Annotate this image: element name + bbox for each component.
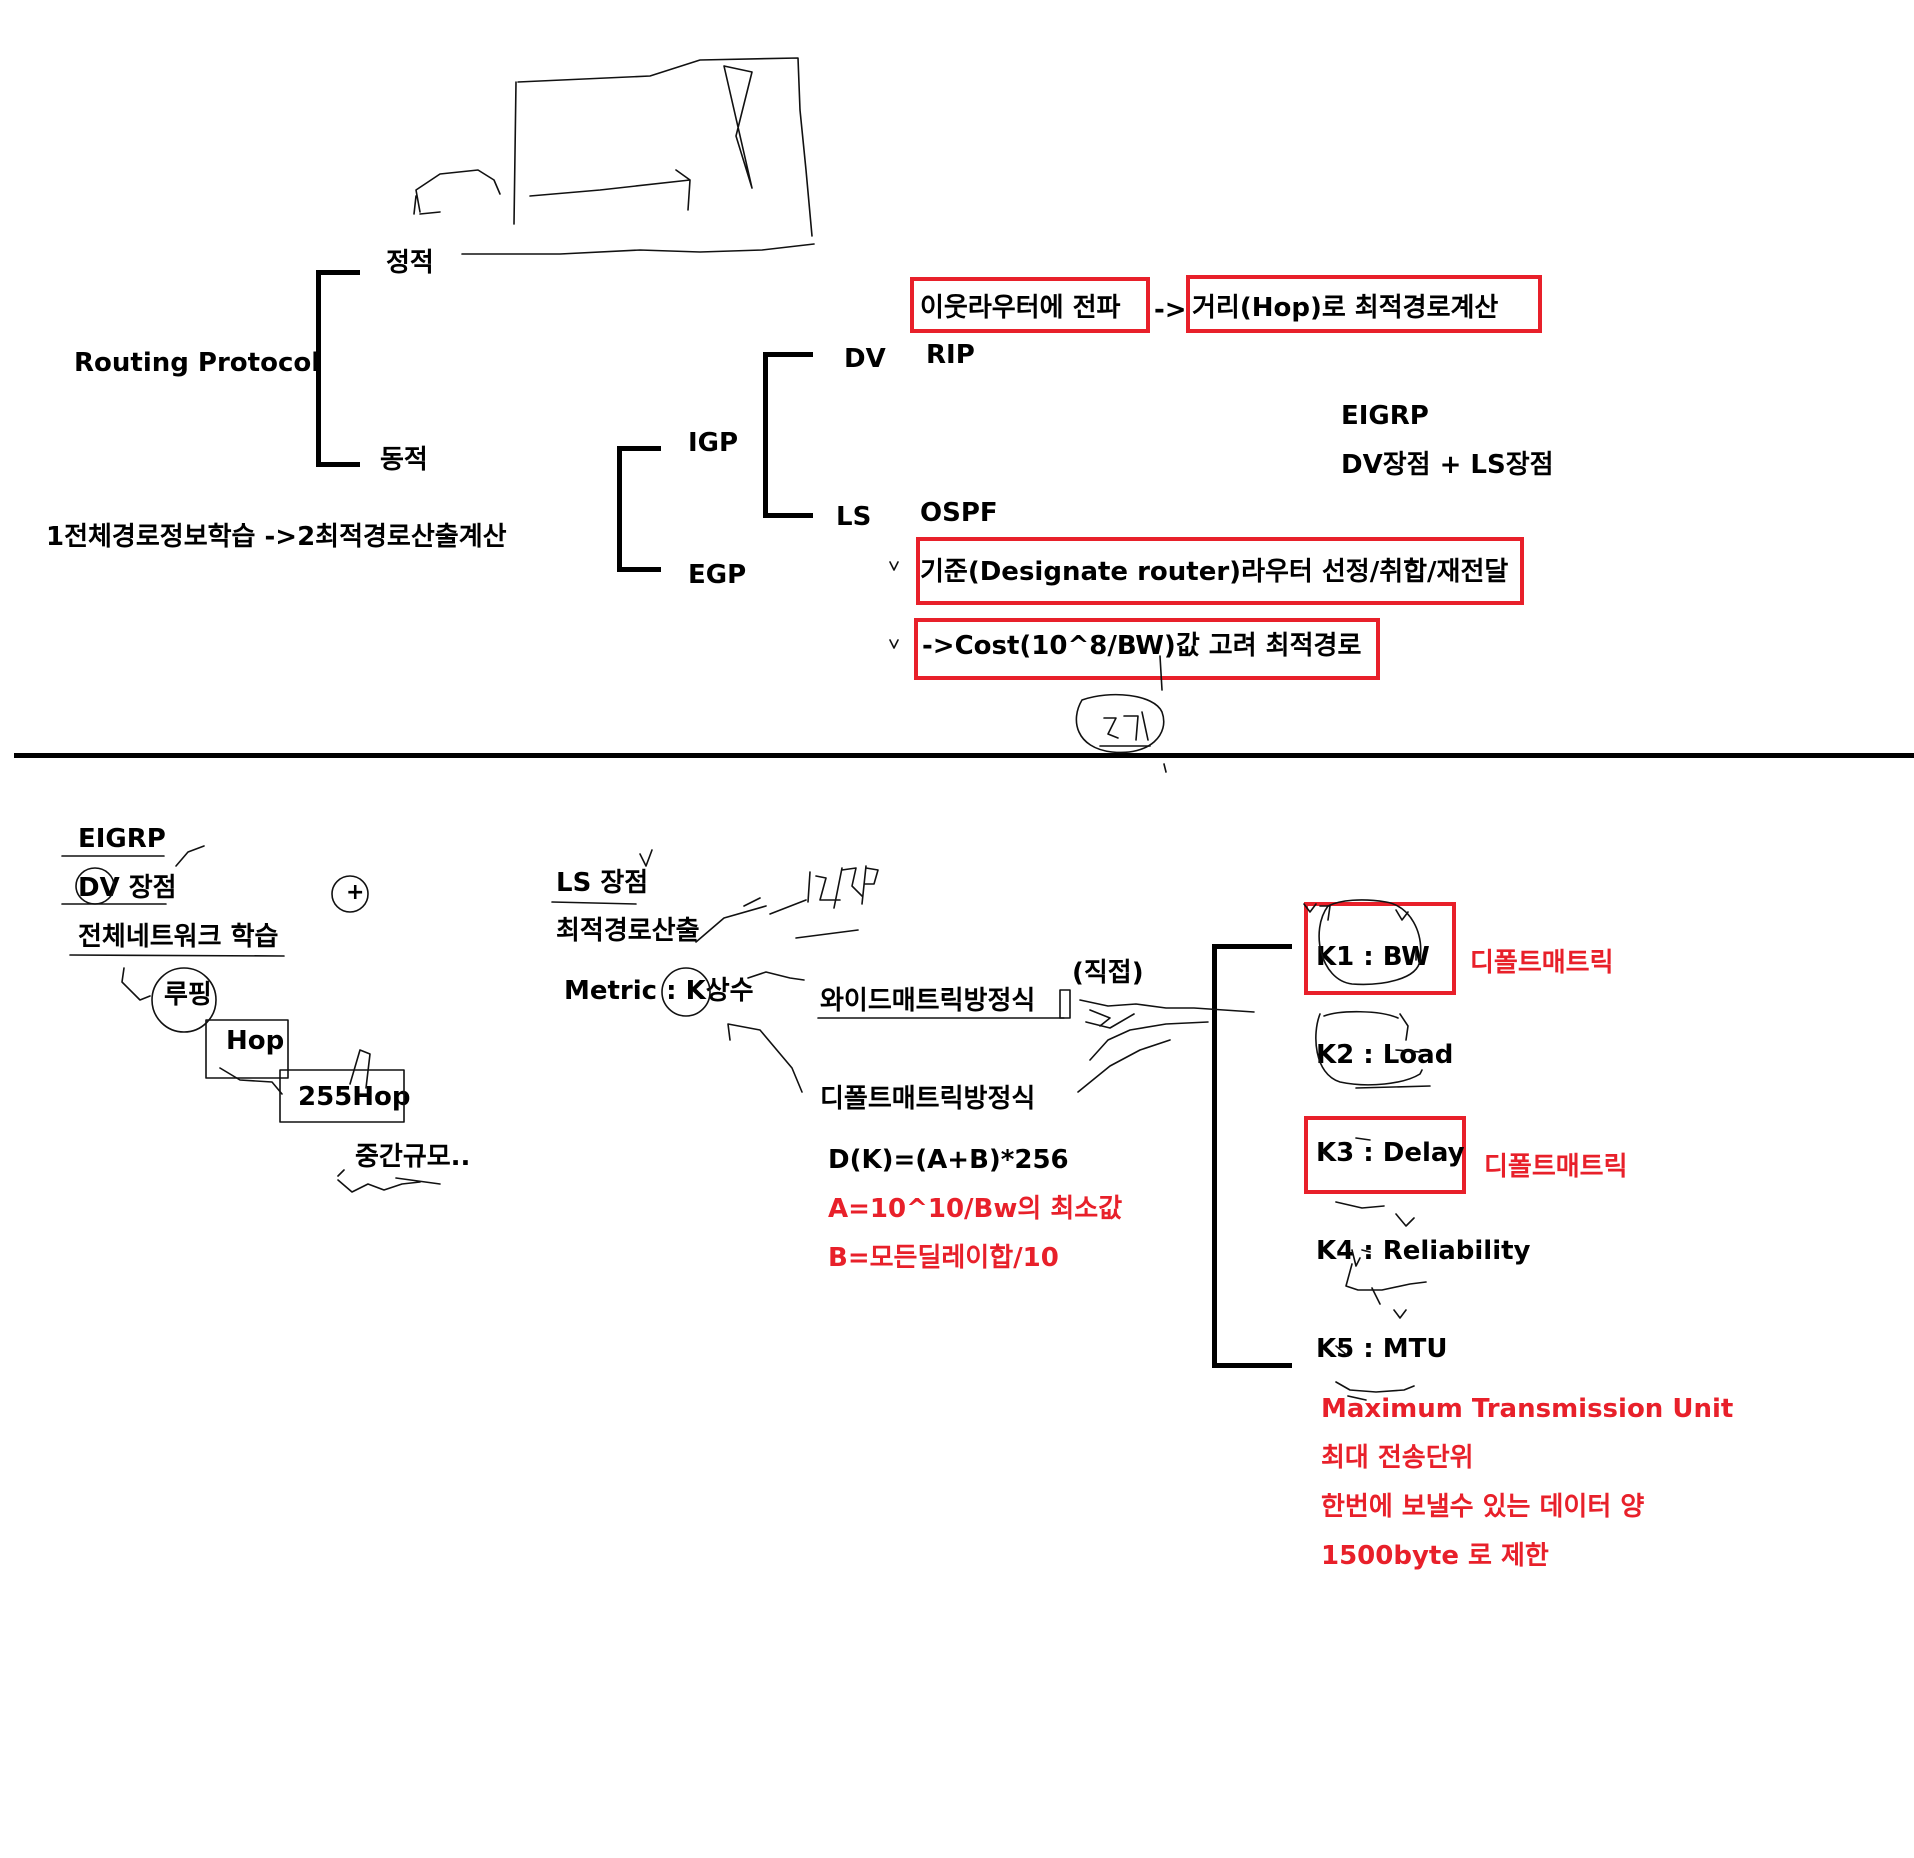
ospf-label: OSPF xyxy=(920,498,998,528)
section-divider xyxy=(14,753,1914,758)
medium-scale-label: 중간규모.. xyxy=(355,1142,471,1172)
routing-protocol-label: Routing Protocol xyxy=(74,348,321,378)
routing-protocol-bracket xyxy=(316,270,360,467)
igp-bracket xyxy=(763,352,813,518)
medium-scale-scribble xyxy=(337,1169,441,1193)
k1-default-metric-note: 디폴트매트릭 xyxy=(1470,948,1614,978)
neighbor-propagate-box xyxy=(910,277,1150,333)
dk-formula: D(K)=(A+B)*256 xyxy=(828,1145,1069,1175)
mtu-limit: 1500byte 로 제한 xyxy=(1321,1541,1549,1571)
designate-router-box xyxy=(916,537,1524,605)
igp-label: IGP xyxy=(688,428,739,458)
default-metric-formula-label: 디폴트매트릭방정식 xyxy=(820,1084,1036,1114)
egp-label: EGP xyxy=(688,560,747,590)
wide-metric-label: 와이드매트릭방정식 xyxy=(820,986,1036,1016)
dynamic-routing-label: 동적 xyxy=(380,445,428,475)
static-routing-label: 정적 xyxy=(386,248,434,278)
mtu-full-name: Maximum Transmission Unit xyxy=(1321,1394,1734,1424)
mtu-description: 한번에 보낼수 있는 데이터 양 xyxy=(1321,1492,1645,1522)
k1-label: K1 : BW xyxy=(1316,942,1430,972)
hop-label: Hop xyxy=(226,1026,285,1056)
k4-label: K4 : Reliability xyxy=(1316,1236,1531,1266)
ls-label: LS xyxy=(836,502,872,532)
cost-formula-text: ->Cost(10^8/BW)값 고려 최적경로 xyxy=(922,631,1362,661)
direct-label: (직접) xyxy=(1072,958,1144,988)
hop-distance-text: 거리(Hop)로 최적경로계산 xyxy=(1192,293,1499,323)
rip-label: RIP xyxy=(926,340,975,370)
check-eigrp xyxy=(175,845,205,867)
k-arrow-to-wide xyxy=(747,971,805,981)
a-formula: A=10^10/Bw의 최소값 xyxy=(828,1194,1123,1224)
igrp-scribble-arrow xyxy=(695,897,807,943)
b-formula: B=모든딜레이합/10 xyxy=(828,1243,1059,1273)
freehand-arrow-sketch xyxy=(529,169,691,211)
freehand-box-sketch xyxy=(461,57,815,255)
metric-k-label: Metric : K상수 xyxy=(564,976,754,1006)
circled-5-glyphs xyxy=(1099,711,1167,773)
ls-strength-label: LS 장점 xyxy=(556,868,649,898)
check-mark-designate xyxy=(889,561,899,571)
propagate-arrow: -> xyxy=(1154,295,1187,325)
dynamic-bracket xyxy=(617,446,661,572)
hop-distance-box xyxy=(1186,275,1542,333)
looping-label: 루핑 xyxy=(164,980,212,1010)
full-network-learning-label: 전체네트워크 학습 xyxy=(78,922,279,952)
freehand-hook-sketch xyxy=(413,169,501,215)
hop-255-label: 255Hop xyxy=(298,1082,411,1112)
wide-metric-box-end xyxy=(1059,989,1071,1019)
k3-default-metric-note: 디폴트매트릭 xyxy=(1484,1152,1628,1182)
mtu-korean-name: 최대 전송단위 xyxy=(1321,1443,1474,1473)
k2-label: K2 : Load xyxy=(1316,1040,1454,1070)
underline-full-network xyxy=(69,954,285,957)
circled-5-sketch xyxy=(1075,693,1165,754)
designate-router-text: 기준(Designate router)라우터 선정/취합/재전달 xyxy=(920,557,1509,587)
k-constants-bracket xyxy=(1212,944,1292,1368)
check-ls xyxy=(639,849,653,867)
learning-process-note: 1전체경로정보학습 ->2최적경로산출계산 xyxy=(46,522,507,552)
eigrp-top-label: EIGRP xyxy=(1341,401,1429,431)
eigrp-bottom-label: EIGRP xyxy=(78,824,166,854)
cost-formula-box xyxy=(914,618,1380,680)
dv-plus-ls-label: DV장점 + LS장점 xyxy=(1341,450,1554,480)
k3-label: K3 : Delay xyxy=(1316,1138,1465,1168)
neighbor-propagate-text: 이웃라우터에 전파 xyxy=(920,293,1121,323)
plus-symbol: + xyxy=(346,880,365,905)
hop-arrow xyxy=(219,1067,283,1095)
direct-to-bracket-arrow xyxy=(1077,1021,1209,1093)
k5-label: K5 : MTU xyxy=(1316,1334,1448,1364)
dv-label: DV xyxy=(844,344,886,374)
igrp-scribble-letters xyxy=(795,865,879,939)
underline-ls xyxy=(551,901,637,905)
freehand-triangle-sketch xyxy=(723,65,753,189)
check-mark-cost xyxy=(889,639,899,649)
k-arrow-to-default xyxy=(727,1023,803,1093)
optimal-path-calc-label: 최적경로산출 xyxy=(556,916,700,946)
dv-strength-label: DV 장점 xyxy=(78,873,177,903)
looping-arrow xyxy=(121,967,151,1001)
